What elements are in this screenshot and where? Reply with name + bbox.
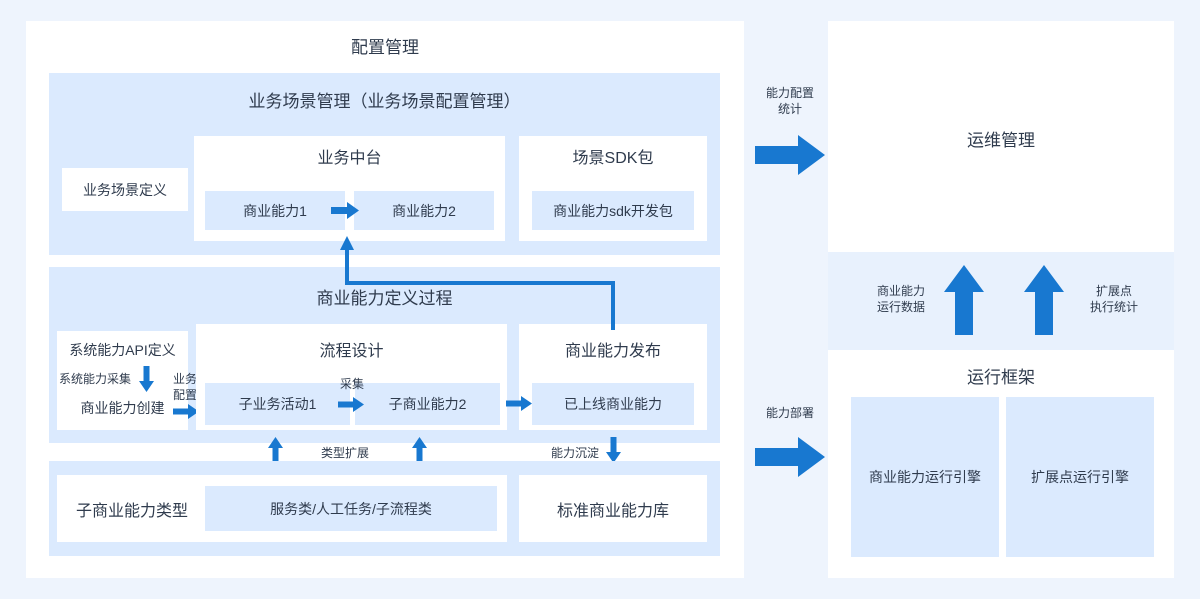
capability-config-stat-arrow-icon [755, 135, 825, 175]
capability-runtime-engine-box[interactable]: 商业能力运行引擎 [851, 397, 999, 557]
capability-1-box[interactable]: 商业能力1 [205, 191, 345, 230]
system-api-define-box[interactable]: 系统能力API定义 [69, 342, 176, 358]
capability-publish-title: 商业能力发布 [564, 343, 661, 360]
capability-2-box[interactable]: 商业能力2 [354, 191, 494, 230]
system-capability-collect-arrow-icon [139, 366, 154, 392]
type-extend-label: 类型扩展 [320, 445, 369, 460]
business-config-label-line2: 配置 [173, 388, 198, 402]
capability-config-stat-label-line2: 统计 [777, 102, 802, 116]
ops-management-title: 运维管理 [967, 130, 1035, 150]
scene-sdk-item[interactable]: 商业能力sdk开发包 [532, 191, 694, 230]
capability-runtime-data-label-line2: 运行数据 [876, 300, 925, 314]
extension-point-runtime-engine-box[interactable]: 扩展点运行引擎 [1006, 397, 1154, 557]
scene-definition-box[interactable]: 业务场景定义 [62, 168, 188, 211]
sub-activity-to-capability-arrow-icon [338, 397, 364, 412]
capability2-to-publish-arrow-icon [506, 396, 532, 411]
sub-capability-type-label: 子商业能力类型 [75, 503, 188, 520]
sub-activity-1-box[interactable]: 子业务活动1 [205, 383, 350, 425]
runtime-framework-title: 运行框架 [967, 367, 1035, 387]
page-title: 配置管理 [351, 37, 419, 57]
business-scene-panel-title: 业务场景管理（业务场景配置管理） [248, 91, 521, 111]
capability-config-stat-label-line1: 能力配置 [765, 86, 814, 100]
sub-capability-2-box[interactable]: 子商业能力2 [355, 383, 500, 425]
sub-capability-type-items[interactable]: 服务类/人工任务/子流程类 [205, 486, 497, 531]
extension-point-stat-label-line1: 扩展点 [1095, 284, 1132, 298]
capability-runtime-data-arrow-icon [944, 265, 984, 335]
system-capability-collect-label: 系统能力采集 [59, 372, 132, 386]
capability-define-panel-title: 商业能力定义过程 [316, 288, 453, 308]
capability-settle-label: 能力沉淀 [550, 445, 599, 460]
business-config-arrow-icon [173, 404, 199, 419]
business-config-label-line1: 业务 [173, 372, 198, 386]
published-capability-item[interactable]: 已上线商业能力 [532, 383, 694, 425]
scene-sdk-title: 场景SDK包 [572, 150, 654, 167]
capability-deploy-label: 能力部署 [765, 406, 814, 420]
type-extend-arrow-right-icon [412, 437, 427, 463]
type-extend-arrow-left-icon [268, 437, 283, 463]
extension-point-stat-arrow-icon [1024, 265, 1064, 335]
capability-settle-arrow-icon [606, 437, 621, 463]
publish-to-midplatform-connector [340, 236, 620, 330]
capability-create-box[interactable]: 商业能力创建 [80, 400, 165, 416]
metrics-band [828, 252, 1174, 350]
capability-deploy-arrow-icon [755, 437, 825, 477]
flow-design-title: 流程设计 [319, 343, 384, 360]
api-define-create-group [57, 331, 188, 430]
ops-management-box[interactable] [828, 21, 1174, 252]
capability-runtime-data-label-line1: 商业能力 [876, 284, 925, 298]
capability-1-to-2-arrow-icon [331, 202, 359, 219]
extension-point-stat-label-line2: 执行统计 [1089, 300, 1138, 314]
mid-platform-title: 业务中台 [317, 150, 382, 167]
collect-label: 采集 [339, 376, 364, 391]
standard-capability-library-box[interactable]: 标准商业能力库 [519, 475, 707, 542]
